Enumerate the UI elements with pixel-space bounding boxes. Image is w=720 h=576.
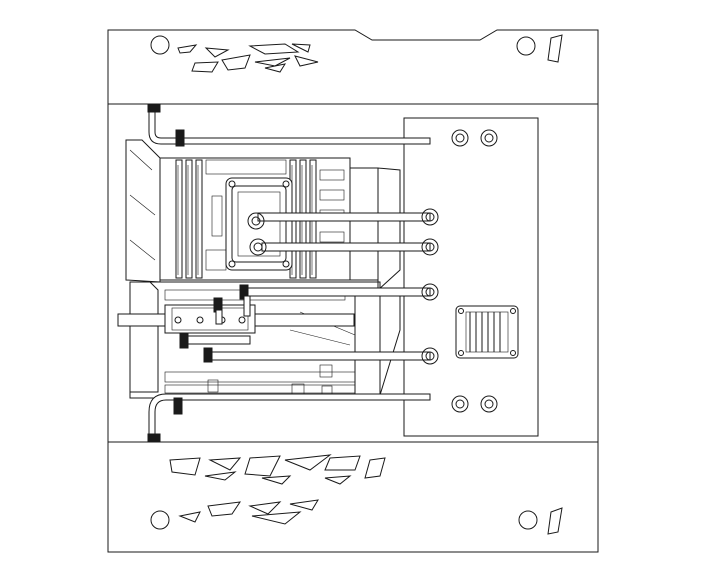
gpu-bracket [117, 304, 355, 334]
fittings [247, 129, 498, 413]
bottom-panel-cutouts [150, 454, 563, 535]
fitting-cpu-block-2 [249, 238, 267, 256]
fitting-mid [421, 283, 439, 301]
radiator-panel [403, 117, 539, 437]
fitting-cpu-block-1 [247, 212, 265, 230]
fitting-bottom-right [480, 395, 498, 413]
fitting-bottom-left [451, 395, 469, 413]
fitting-cpu-2 [421, 238, 439, 256]
fitting-cpu-1 [421, 208, 439, 226]
coolant-tubes [147, 103, 431, 443]
fitting-top-right [480, 129, 498, 147]
chassis-frame [107, 29, 599, 553]
fitting-low [421, 347, 439, 365]
top-panel-cutouts [150, 34, 563, 73]
pump-heatsink [455, 305, 519, 359]
fitting-top-left [451, 129, 469, 147]
